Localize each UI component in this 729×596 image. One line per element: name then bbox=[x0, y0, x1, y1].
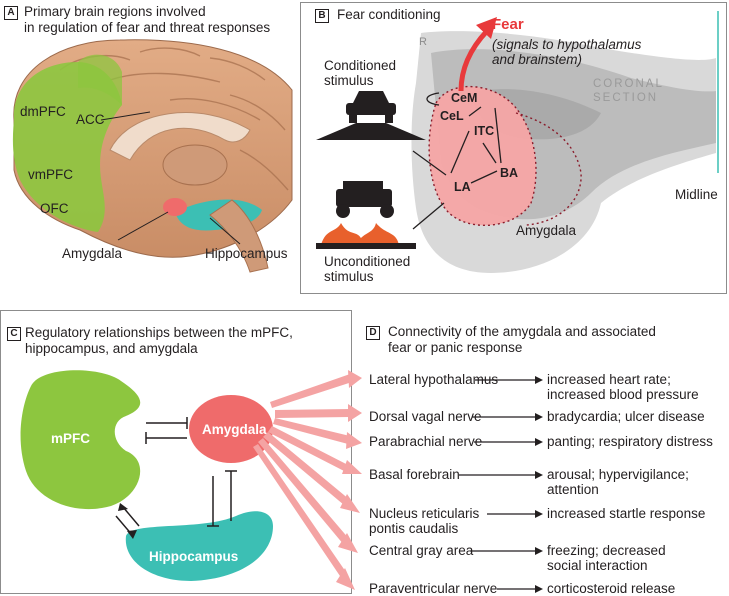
label-dmpfc: dmPFC bbox=[20, 104, 66, 119]
conditioned-stimulus-label: Conditioned stimulus bbox=[324, 58, 397, 88]
panel-b: B Fear conditioning Fear (signals to hyp… bbox=[300, 2, 727, 294]
midline-label: Midline bbox=[675, 187, 718, 202]
nucleus-ba: BA bbox=[500, 166, 519, 180]
r-mark: R bbox=[419, 36, 427, 48]
mpfc-label: mPFC bbox=[51, 431, 91, 446]
response-nucleus-reticularis: increased startle response bbox=[547, 506, 706, 521]
target-basal-forebrain: Basal forebrain bbox=[369, 467, 460, 482]
target-central-gray: Central gray area bbox=[369, 543, 474, 558]
hippocampus-label-c: Hippocampus bbox=[149, 549, 239, 564]
response-paraventricular: corticosteroid release bbox=[547, 581, 676, 596]
target-dorsal-vagal: Dorsal vagal nerve bbox=[369, 409, 482, 424]
response-arrows bbox=[459, 376, 543, 593]
fear-note: (signals to hypothalamus and brainstem) bbox=[492, 37, 642, 67]
brain-sagittal-illustration bbox=[12, 39, 293, 273]
nucleus-itc: ITC bbox=[474, 124, 495, 138]
label-acc: ACC bbox=[76, 112, 105, 127]
response-central-gray: freezing; decreased social interaction bbox=[547, 543, 666, 573]
target-nucleus-reticularis: Nucleus reticularis pontis caudalis bbox=[369, 506, 480, 536]
nucleus-la: LA bbox=[454, 180, 471, 194]
target-parabrachial: Parabrachial nerve bbox=[369, 434, 483, 449]
panel-b-letter: B bbox=[315, 9, 329, 23]
amygdala-label-b: Amygdala bbox=[516, 223, 577, 238]
panel-c-title: Regulatory relationships between the mPF… bbox=[25, 325, 293, 356]
fear-label: Fear bbox=[492, 16, 524, 33]
target-paraventricular: Paraventricular nerve bbox=[369, 581, 498, 596]
panel-c-letter: C bbox=[7, 327, 21, 341]
panel-a-letter: A bbox=[4, 6, 18, 20]
panel-d-title: Connectivity of the amygdala and associa… bbox=[388, 324, 656, 355]
response-parabrachial: panting; respiratory distress bbox=[547, 434, 713, 449]
coronal-section-label: CORONAL SECTION bbox=[593, 78, 664, 104]
nucleus-cem: CeM bbox=[451, 91, 478, 105]
response-lateral-hypothalamus: increased heart rate; increased blood pr… bbox=[547, 372, 699, 402]
panel-a-title: Primary brain regions involved in regula… bbox=[24, 4, 271, 35]
panel-b-title: Fear conditioning bbox=[337, 7, 441, 22]
label-hippocampus: Hippocampus bbox=[205, 246, 288, 261]
label-ofc: OFC bbox=[40, 201, 69, 216]
target-lateral-hypothalamus: Lateral hypothalamus bbox=[369, 372, 499, 387]
panel-d-letter: D bbox=[366, 326, 380, 340]
label-vmpfc: vmPFC bbox=[28, 167, 73, 182]
panel-d: D Connectivity of the amygdala and assoc… bbox=[352, 310, 729, 596]
unconditioned-stimulus-label: Unconditioned stimulus bbox=[324, 254, 411, 284]
panel-a: A Primary brain regions involved in regu… bbox=[0, 0, 298, 296]
coronal-section-illustration bbox=[316, 11, 719, 273]
label-amygdala: Amygdala bbox=[62, 246, 123, 261]
response-dorsal-vagal: bradycardia; ulcer disease bbox=[547, 409, 705, 424]
nucleus-cel: CeL bbox=[440, 109, 464, 123]
panel-c: C Regulatory relationships between the m… bbox=[0, 310, 352, 594]
regulatory-diagram bbox=[20, 370, 273, 581]
amygdala-label-c: Amygdala bbox=[202, 422, 267, 437]
response-basal-forebrain: arousal; hypervigilance; attention bbox=[547, 467, 689, 497]
